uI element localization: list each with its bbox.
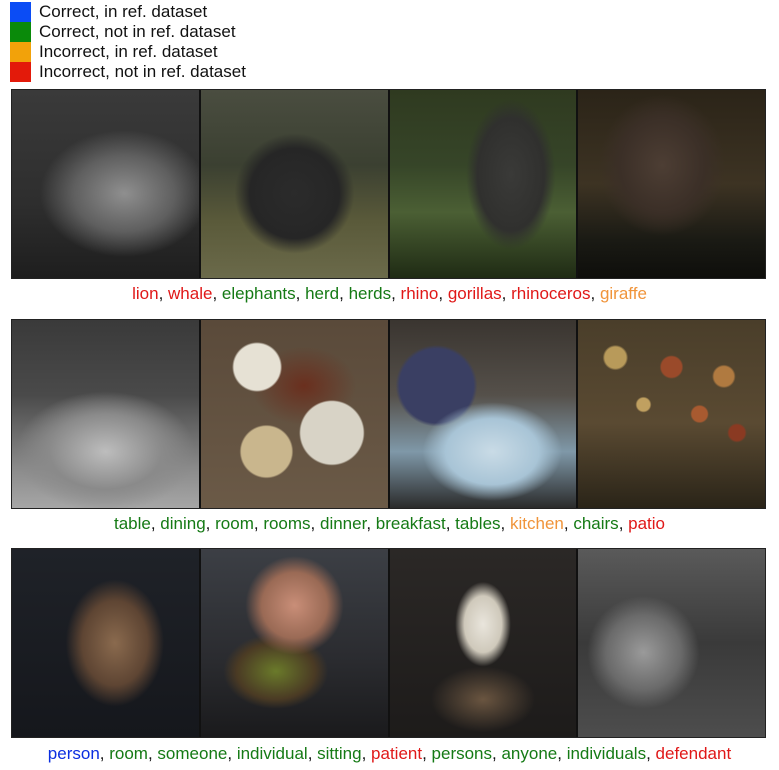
separator: , [501, 284, 512, 303]
man-eating-photo [200, 549, 390, 737]
keyword-correct-not-in-ref: breakfast [375, 514, 446, 533]
keyword-correct-not-in-ref: elephants [221, 284, 296, 303]
legend-label: Incorrect, not in ref. dataset [39, 62, 246, 81]
keyword-correct-not-in-ref: someone [157, 744, 228, 763]
keyword-incorrect-not-in-ref: gorillas [447, 284, 502, 303]
keyword-incorrect-not-in-ref: rhino [400, 284, 439, 303]
keyword-incorrect-not-in-ref: rhinoceros [511, 284, 591, 303]
tennis-player-photo [12, 549, 201, 737]
image-strip-3 [11, 548, 766, 738]
legend-item: Incorrect, not in ref. dataset [10, 62, 246, 82]
separator: , [212, 284, 222, 303]
elephant-photo [578, 90, 765, 278]
separator: , [205, 514, 216, 533]
elephant-photo [389, 90, 579, 278]
keyword-correct-not-in-ref: tables [455, 514, 501, 533]
legend-label: Incorrect, in ref. dataset [39, 42, 218, 61]
breakfast-table-photo [200, 320, 390, 508]
keyword-correct-not-in-ref: anyone [501, 744, 558, 763]
keyword-correct-not-in-ref: room [109, 744, 148, 763]
decorated-plates-wall-photo [578, 320, 765, 508]
keyword-correct-not-in-ref: chairs [573, 514, 619, 533]
image-strip-1 [11, 89, 766, 279]
keyword-correct-not-in-ref: persons [431, 744, 493, 763]
separator: , [557, 744, 567, 763]
separator: , [422, 744, 432, 763]
separator: , [366, 514, 376, 533]
bedroom-photo [12, 320, 201, 508]
legend-item: Incorrect, in ref. dataset [10, 42, 246, 62]
separator: , [500, 514, 510, 533]
separator: , [445, 514, 456, 533]
keyword-correct-in-ref: person [47, 744, 100, 763]
keyword-correct-not-in-ref: dining [160, 514, 206, 533]
person-umbrella-photo [578, 549, 765, 737]
separator: , [147, 744, 158, 763]
elephant-photo [12, 90, 201, 278]
keyword-correct-not-in-ref: dinner [320, 514, 367, 533]
dining-children-photo [389, 320, 579, 508]
keyword-incorrect-not-in-ref: defendant [655, 744, 732, 763]
separator: , [590, 284, 600, 303]
legend-swatch-incorrect-in-ref [10, 42, 31, 62]
keyword-incorrect-not-in-ref: patio [628, 514, 666, 533]
image-strip-2 [11, 319, 766, 509]
separator: , [253, 514, 264, 533]
legend-label: Correct, in ref. dataset [39, 2, 208, 21]
keyword-incorrect-not-in-ref: whale [168, 284, 213, 303]
legend-swatch-correct-not-in-ref [10, 22, 31, 42]
mannequin-photo [389, 549, 579, 737]
keyword-incorrect-in-ref: kitchen [510, 514, 564, 533]
legend-item: Correct, in ref. dataset [10, 2, 246, 22]
keyword-correct-not-in-ref: herd [305, 284, 340, 303]
keyword-correct-not-in-ref: rooms [263, 514, 311, 533]
keyword-correct-not-in-ref: table [113, 514, 151, 533]
separator: , [150, 514, 161, 533]
keyword-incorrect-in-ref: giraffe [599, 284, 647, 303]
word-list-3: person, room, someone, individual, sitti… [0, 744, 779, 764]
keyword-correct-not-in-ref: individuals [566, 744, 647, 763]
separator: , [391, 284, 401, 303]
elephant-photo [200, 90, 390, 278]
legend-label: Correct, not in ref. dataset [39, 22, 236, 41]
separator: , [563, 514, 574, 533]
separator: , [295, 284, 306, 303]
word-list-1: lion, whale, elephants, herd, herds, rhi… [0, 284, 779, 304]
separator: , [310, 514, 320, 533]
keyword-incorrect-not-in-ref: lion [132, 284, 159, 303]
separator: , [361, 744, 372, 763]
keyword-incorrect-not-in-ref: patient [371, 744, 423, 763]
separator: , [99, 744, 110, 763]
legend: Correct, in ref. dataset Correct, not in… [10, 2, 246, 82]
separator: , [158, 284, 169, 303]
separator: , [618, 514, 629, 533]
separator: , [646, 744, 656, 763]
word-list-2: table, dining, room, rooms, dinner, brea… [0, 514, 779, 534]
keyword-correct-not-in-ref: room [215, 514, 254, 533]
legend-item: Correct, not in ref. dataset [10, 22, 246, 42]
separator: , [339, 284, 349, 303]
separator: , [227, 744, 237, 763]
legend-swatch-correct-in-ref [10, 2, 31, 22]
keyword-correct-not-in-ref: sitting [317, 744, 362, 763]
separator: , [307, 744, 318, 763]
separator: , [438, 284, 448, 303]
keyword-correct-not-in-ref: individual [236, 744, 308, 763]
keyword-correct-not-in-ref: herds [348, 284, 392, 303]
legend-swatch-incorrect-not-in-ref [10, 62, 31, 82]
separator: , [492, 744, 502, 763]
